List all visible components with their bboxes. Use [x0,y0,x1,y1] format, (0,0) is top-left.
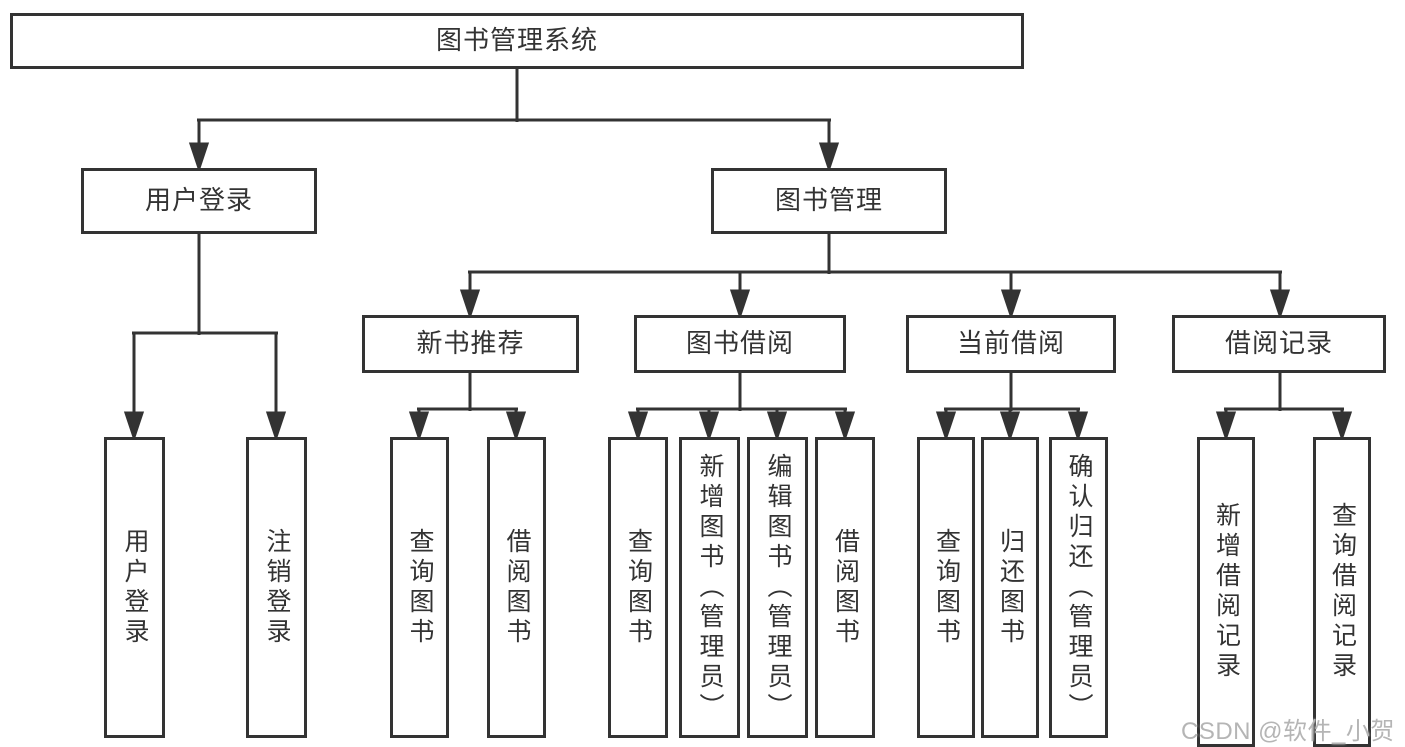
node-search-books-current: 查询图书 [917,437,975,738]
node-library-system: 图书管理系统 [10,13,1024,69]
node-user-login-action: 用户登录 [104,437,165,738]
node-confirm-return-admin: 确认归还（管理员） [1049,437,1108,738]
node-edit-books-admin: 编辑图书（管理员） [747,437,808,738]
node-borrowing-records: 借阅记录 [1172,315,1386,373]
node-new-book-recommendation: 新书推荐 [362,315,579,373]
node-borrow-books: 借阅图书 [815,437,875,738]
node-book-borrowing: 图书借阅 [634,315,846,373]
node-add-books-admin: 新增图书（管理员） [679,437,740,738]
node-search-books-borrow: 查询图书 [608,437,668,738]
node-book-management: 图书管理 [711,168,947,234]
node-search-books-recommend: 查询图书 [390,437,449,738]
node-logout-action: 注销登录 [246,437,307,738]
node-current-borrowing: 当前借阅 [906,315,1116,373]
node-add-borrow-record: 新增借阅记录 [1197,437,1255,747]
csdn-watermark: CSDN @软件_小贺同学 [1181,718,1395,745]
node-user-login: 用户登录 [81,168,317,234]
node-return-books: 归还图书 [981,437,1039,738]
node-search-borrow-record: 查询借阅记录 [1313,437,1371,747]
node-borrow-books-recommend: 借阅图书 [487,437,546,738]
